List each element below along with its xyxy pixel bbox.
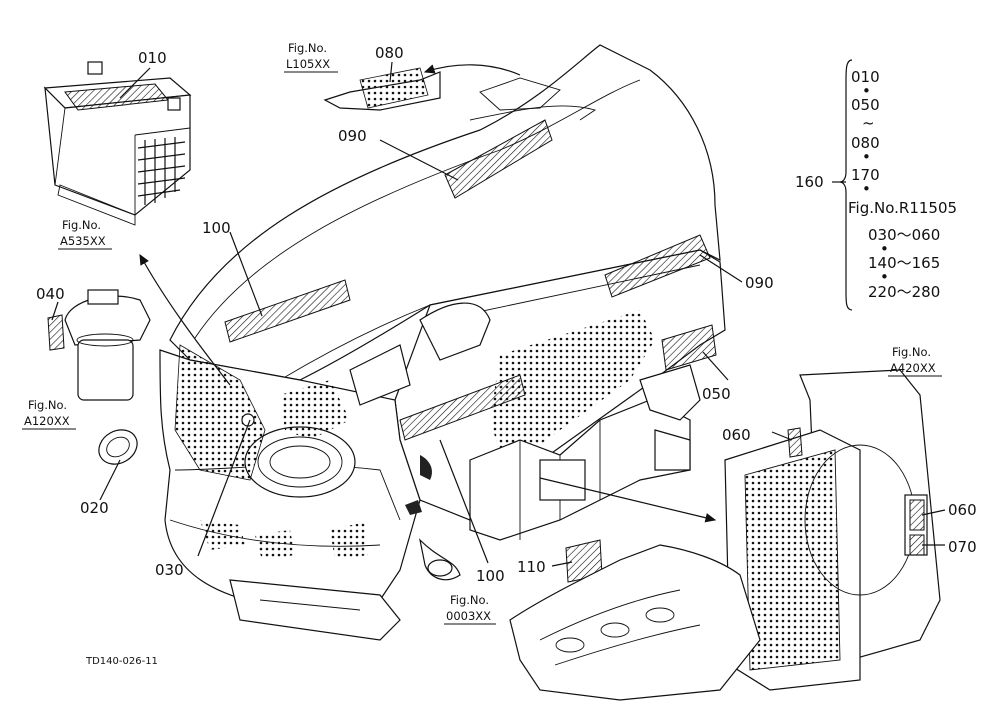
- fig-ref-title: Fig.No.: [892, 345, 931, 359]
- battery: [43, 61, 192, 226]
- callout-060-left: 060: [722, 426, 751, 444]
- decal-050: [661, 324, 717, 371]
- kit-item: 030～060: [868, 226, 940, 244]
- decal-100-bottom: [399, 374, 526, 441]
- decal-070: [909, 534, 925, 556]
- callout-060-right: 060: [948, 501, 977, 519]
- callout-160: 160: [795, 173, 824, 191]
- callout-080: 080: [375, 44, 404, 62]
- kit-separator: •: [862, 148, 871, 166]
- kit-separator: ~: [862, 114, 875, 132]
- callout-100-bottom: 100: [476, 567, 505, 585]
- decal-090-top: [444, 119, 553, 199]
- callout-030: 030: [155, 561, 184, 579]
- kit-item: 140～165: [868, 254, 940, 272]
- kit-separator: •: [862, 180, 871, 198]
- fuel-filter: [47, 289, 151, 401]
- fig-ref-number: A420XX: [890, 361, 936, 375]
- cap-020: [98, 429, 138, 465]
- kit-separator: •: [862, 82, 871, 100]
- fig-ref-title: Fig.No.: [450, 593, 489, 607]
- kit-separator: •: [880, 268, 889, 286]
- fig-ref-number: A120XX: [24, 414, 70, 428]
- callout-090-top: 090: [338, 127, 367, 145]
- callout-020: 020: [80, 499, 109, 517]
- radiator-assembly: [724, 369, 941, 691]
- frame-part: [509, 544, 761, 701]
- kit-item: 170: [851, 166, 880, 184]
- callout-070: 070: [948, 538, 977, 556]
- fig-ref-title: Fig.No.: [288, 41, 327, 55]
- kit-item: 220～280: [868, 283, 940, 301]
- kit-separator: •: [880, 240, 889, 258]
- callout-050: 050: [702, 385, 731, 403]
- decal-060-right: [909, 499, 925, 531]
- callout-040: 040: [36, 285, 65, 303]
- callout-110: 110: [517, 558, 546, 576]
- battery-grid: [137, 137, 186, 205]
- fig-ref-title: Fig.No.: [62, 218, 101, 232]
- fig-ref-filter: Fig.No. A120XX: [22, 398, 76, 430]
- drawing-code: TD140-026-11: [85, 656, 158, 667]
- fig-ref-title: Fig.No.: [28, 398, 67, 412]
- callout-100-top: 100: [202, 219, 231, 237]
- fig-ref-number: A535XX: [60, 234, 106, 248]
- decal-040: [47, 314, 65, 351]
- kit-item-fig-ref: Fig.No.R11505: [848, 199, 957, 217]
- tractor-hood: [159, 44, 726, 641]
- fig-ref-number: L105XX: [286, 57, 330, 71]
- fig-ref-radiator: Fig.No. A420XX: [888, 345, 942, 377]
- callout-090-side: 090: [745, 274, 774, 292]
- fig-ref-number: 0003XX: [446, 609, 491, 623]
- kit-item: 050: [851, 96, 880, 114]
- leader-lines: [51, 59, 946, 567]
- decal-060-left: [787, 427, 803, 458]
- fig-ref-battery: Fig.No. A535XX: [58, 218, 112, 250]
- kit-item: 010: [851, 68, 880, 86]
- callout-010: 010: [138, 49, 167, 67]
- decal-080: [359, 67, 429, 109]
- fig-ref-hood: Fig.No. L105XX: [284, 41, 338, 73]
- decal-100-top: [224, 279, 351, 343]
- decal-090-side: [604, 234, 711, 298]
- kit-item: 080: [851, 134, 880, 152]
- kit-list: 010 • 050 ~ 080 • 170 • Fig.No.R11505 03…: [848, 68, 957, 301]
- fig-ref-frame: Fig.No. 0003XX: [444, 593, 496, 625]
